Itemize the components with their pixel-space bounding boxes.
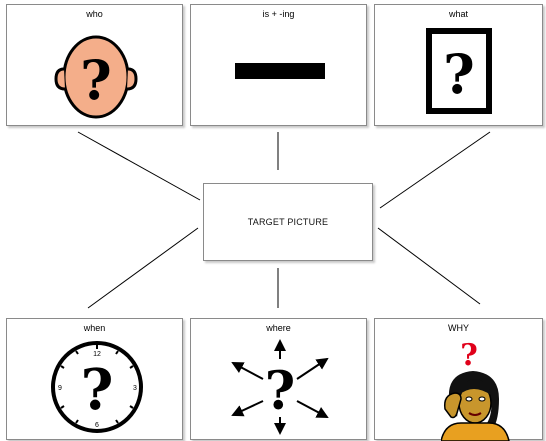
- card-who-label: who: [86, 9, 103, 19]
- connector-what: [379, 131, 491, 209]
- svg-text:12: 12: [93, 351, 101, 358]
- card-why-label: WHY: [448, 323, 469, 333]
- target-picture-box: TARGET PICTURE: [203, 183, 373, 261]
- svg-text:9: 9: [58, 385, 62, 392]
- connector-when: [87, 227, 199, 309]
- card-what-label: what: [448, 9, 468, 19]
- thinking-woman-icon: ?: [441, 338, 510, 441]
- head-question-icon: ?: [54, 35, 138, 119]
- card-where-label: where: [266, 323, 291, 333]
- card-where: where ?: [190, 318, 367, 440]
- bar-icon: [235, 63, 325, 79]
- boxed-question-icon: ?: [426, 28, 492, 114]
- card-when: when 12 3 6 9 ?: [6, 318, 183, 440]
- svg-text:6: 6: [95, 422, 99, 429]
- card-what: what ?: [374, 4, 543, 126]
- card-who: who ?: [6, 4, 183, 126]
- svg-text:?: ?: [460, 338, 478, 373]
- target-picture-label: TARGET PICTURE: [247, 217, 329, 227]
- svg-text:?: ?: [80, 48, 112, 112]
- card-why: WHY ?: [374, 318, 543, 441]
- card-is-ing-label: is + -ing: [262, 9, 295, 19]
- clock-question-icon: 12 3 6 9 ?: [51, 341, 143, 433]
- arrows-question-icon: ?: [231, 339, 329, 435]
- connector-who: [77, 131, 201, 201]
- svg-text:3: 3: [133, 385, 137, 392]
- svg-text:?: ?: [443, 42, 475, 106]
- svg-text:?: ?: [265, 361, 295, 422]
- svg-text:?: ?: [81, 357, 114, 423]
- connector-why: [377, 227, 481, 305]
- card-when-label: when: [83, 323, 106, 333]
- card-is-ing: is + -ing: [190, 4, 367, 126]
